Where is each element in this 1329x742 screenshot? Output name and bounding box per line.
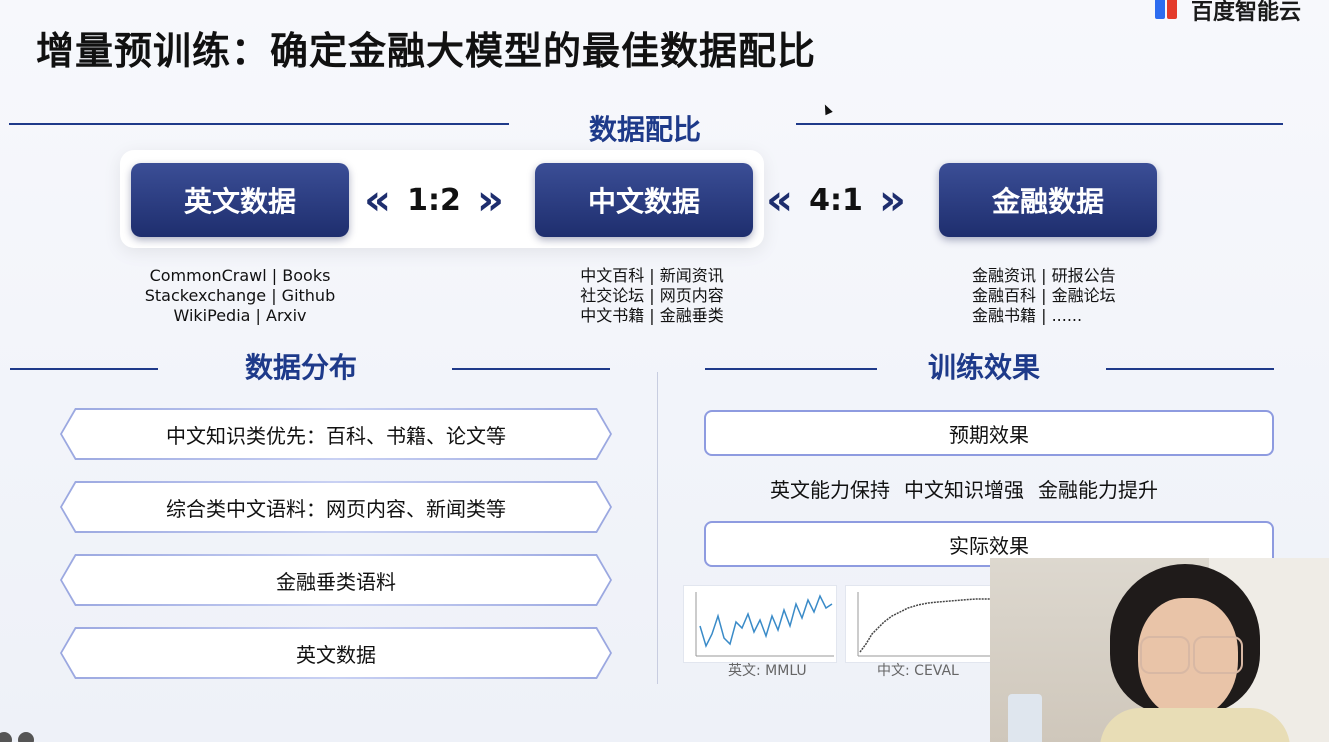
glasses-icon — [1193, 636, 1243, 674]
player-controls[interactable] — [0, 732, 34, 742]
finance-sources: 金融资讯 | 研报公告 金融百科 | 金融论坛 金融书籍 | ...... — [956, 266, 1162, 326]
distribution-item: 综合类中文语料：网页内容、新闻类等 — [62, 483, 610, 531]
ratio-value: 1:2 — [407, 182, 461, 218]
ratio-heading: 数据配比 — [589, 113, 702, 146]
column-divider — [657, 372, 658, 684]
baidu-cloud-logo-icon — [1153, 0, 1183, 23]
chinese-data-box: 中文数据 — [535, 163, 753, 237]
control-dot-icon[interactable] — [0, 732, 12, 742]
control-dot-icon[interactable] — [18, 732, 34, 742]
source-line: Stackexchange | Github — [144, 286, 336, 305]
ratio-en-zh: « 1:2 » — [364, 176, 504, 224]
source-line: 金融书籍 | ...... — [972, 306, 1083, 325]
presenter-webcam — [990, 558, 1329, 742]
ceval-line-icon — [857, 592, 994, 657]
ratio-value: 4:1 — [809, 182, 863, 218]
source-line: 中文百科 | 新闻资讯 — [580, 266, 724, 285]
effect-item: 金融能力提升 — [1038, 478, 1158, 502]
effect-item: 英文能力保持 — [770, 478, 890, 502]
divider-line — [9, 123, 509, 125]
mmlu-caption: 英文: MMLU — [728, 663, 807, 679]
presenter-body — [1100, 708, 1290, 742]
divider-line — [452, 368, 610, 370]
english-sources: CommonCrawl | Books Stackexchange | Gith… — [130, 266, 350, 326]
source-line: WikiPedia | Arxiv — [173, 306, 307, 325]
source-line: 社交论坛 | 网页内容 — [580, 286, 724, 305]
mmlu-line-icon — [695, 592, 834, 657]
divider-line — [705, 368, 877, 370]
source-line: CommonCrawl | Books — [149, 266, 331, 285]
effects-heading: 训练效果 — [928, 351, 1041, 384]
distribution-item: 金融垂类语料 — [62, 556, 610, 604]
english-data-box: 英文数据 — [131, 163, 349, 237]
chinese-sources: 中文百科 | 新闻资讯 社交论坛 | 网页内容 中文书籍 | 金融垂类 — [552, 266, 752, 326]
expected-effect-box: 预期效果 — [704, 410, 1274, 456]
chevron-right-icon: » — [476, 175, 505, 224]
expected-effect-items: 英文能力保持 中文知识增强 金融能力提升 — [770, 474, 1158, 503]
source-line: 中文书籍 | 金融垂类 — [580, 306, 724, 325]
brand-logo: 百度智能云 — [1153, 0, 1301, 26]
chevron-right-icon: » — [878, 175, 907, 224]
glasses-icon — [1140, 636, 1190, 674]
source-line: 金融百科 | 金融论坛 — [972, 286, 1116, 305]
slide-title: 增量预训练：确定金融大模型的最佳数据配比 — [36, 29, 817, 73]
effect-item: 中文知识增强 — [904, 478, 1024, 502]
distribution-item: 英文数据 — [62, 629, 610, 677]
source-line: 金融资讯 | 研报公告 — [972, 266, 1116, 285]
divider-line — [10, 368, 158, 370]
divider-line — [796, 123, 1283, 125]
ratio-zh-fin: « 4:1 » — [766, 176, 906, 224]
finance-data-box: 金融数据 — [939, 163, 1157, 237]
ceval-chart — [845, 585, 997, 663]
distribution-heading: 数据分布 — [245, 351, 358, 384]
ceval-caption: 中文: CEVAL — [877, 663, 959, 679]
divider-line — [1106, 368, 1274, 370]
water-bottle — [1008, 694, 1042, 742]
mmlu-chart — [683, 585, 837, 663]
chevron-left-icon: « — [364, 175, 392, 224]
mouse-cursor-icon — [821, 102, 833, 116]
brand-name: 百度智能云 — [1190, 0, 1301, 25]
chevron-left-icon: « — [766, 175, 794, 224]
distribution-item: 中文知识类优先：百科、书籍、论文等 — [62, 410, 610, 458]
